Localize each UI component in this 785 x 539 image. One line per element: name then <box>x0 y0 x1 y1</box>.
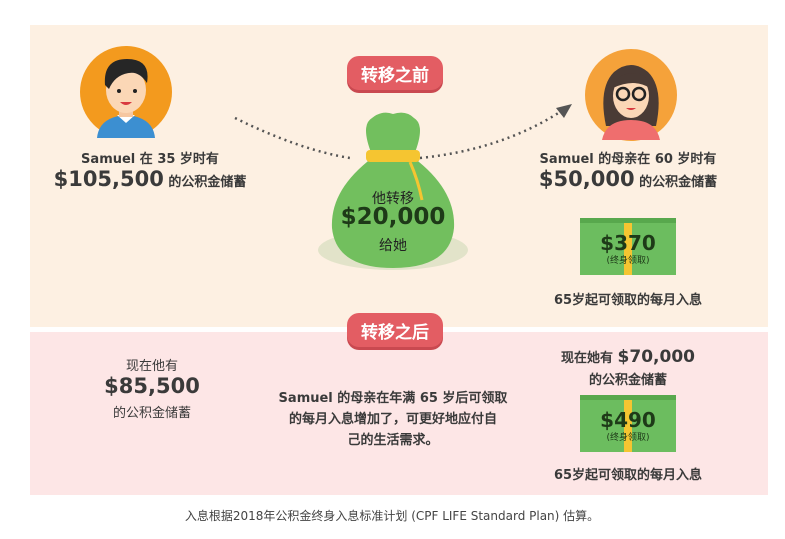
samuel-age-text: Samuel 在 35 岁时有 <box>81 152 219 167</box>
savings-suffix: 的公积金储蓄 <box>163 175 247 190</box>
samuel-avatar <box>80 46 172 138</box>
monthly-payout-after: $490 <box>600 407 656 432</box>
mother-savings-before: $50,000 的公积金储蓄 <box>539 167 717 191</box>
mother-savings-after: 现在她有 $70,000 <box>561 347 695 367</box>
samuel-amount-after: $85,500 <box>104 374 200 398</box>
bag-label-top: 他转移 <box>372 191 414 207</box>
samuel-now-label: 现在他有 <box>125 359 179 374</box>
monthly-payout-before: $370 <box>600 230 656 255</box>
bag-label-bottom: 给她 <box>379 238 407 254</box>
payout-bill-before: $370 (终身领取) <box>580 218 676 275</box>
samuel-savings-before: $105,500 的公积金储蓄 <box>54 167 247 191</box>
transfer-amount: $20,000 <box>340 204 446 230</box>
footnote: 入息根据2018年公积金终身入息标准计划 (CPF LIFE Standard … <box>184 509 600 523</box>
after-badge: 转移之后 <box>347 313 443 347</box>
mother-age-text: Samuel 的母亲在 60 岁时有 <box>539 152 717 167</box>
samuel-amount-before: $105,500 <box>53 167 164 191</box>
impact-line-3: 己的生活需求。 <box>347 433 439 448</box>
before-badge: 转移之前 <box>347 56 443 90</box>
bill-subtitle: (终身领取) <box>606 255 650 266</box>
bill-stripe <box>624 400 632 452</box>
samuel-savings-label: 的公积金储蓄 <box>112 406 192 421</box>
impact-line-1: Samuel 的母亲在年满 65 岁后可领取 <box>278 391 508 406</box>
mother-savings-label: 的公积金储蓄 <box>588 373 668 388</box>
mother-amount-after: $70,000 <box>617 347 695 367</box>
payout-caption-after: 65岁起可领取的每月入息 <box>553 468 703 483</box>
payout-bill-after: $490 (终身领取) <box>580 395 676 452</box>
mother-amount-before: $50,000 <box>538 167 635 191</box>
mother-now-label: 现在她有 <box>561 351 618 366</box>
mother-avatar <box>585 49 677 141</box>
bill-stripe <box>624 223 632 275</box>
bill-subtitle: (终身领取) <box>606 432 650 443</box>
payout-caption-before: 65岁起可领取的每月入息 <box>553 293 703 308</box>
impact-line-2: 的每月入息增加了，可更好地应付自 <box>288 412 498 427</box>
money-bag-icon <box>318 112 468 270</box>
savings-suffix: 的公积金储蓄 <box>634 175 718 190</box>
